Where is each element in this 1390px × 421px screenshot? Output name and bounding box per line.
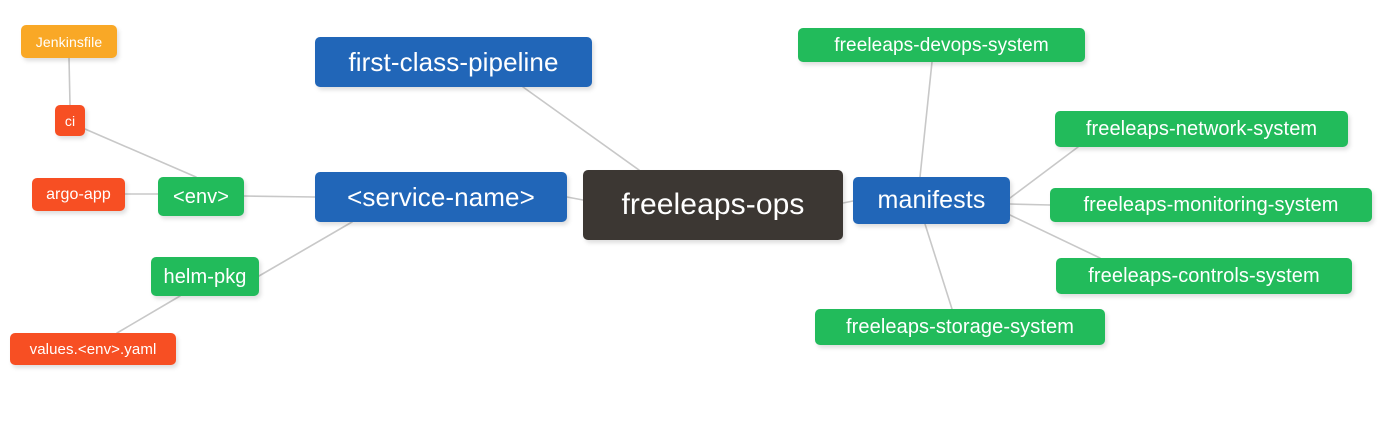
mindmap-node-devops[interactable]: freeleaps-devops-system: [798, 28, 1085, 62]
mindmap-node-values[interactable]: values.<env>.yaml: [10, 333, 176, 365]
mindmap-node-monitoring[interactable]: freeleaps-monitoring-system: [1050, 188, 1372, 222]
mindmap-node-service[interactable]: <service-name>: [315, 172, 567, 222]
mindmap-node-pipeline[interactable]: first-class-pipeline: [315, 37, 592, 87]
edge-helm-to-values: [116, 295, 181, 334]
edge-manifests-to-devops: [919, 61, 933, 178]
edge-root-to-manifests: [842, 200, 854, 204]
mindmap-node-ci[interactable]: ci: [55, 105, 85, 136]
mindmap-node-root[interactable]: freeleaps-ops: [583, 170, 843, 240]
edge-env-to-ci: [84, 128, 197, 178]
edge-service-to-helm: [258, 221, 353, 277]
mindmap-node-helm[interactable]: helm-pkg: [151, 257, 259, 296]
edge-service-to-env: [243, 195, 316, 198]
edge-manifests-to-storage: [924, 223, 953, 310]
edge-manifests-to-monitoring: [1009, 203, 1051, 206]
mindmap-node-env[interactable]: <env>: [158, 177, 244, 216]
edge-root-to-pipeline: [522, 86, 640, 171]
mindmap-node-argo[interactable]: argo-app: [32, 178, 125, 211]
edge-ci-to-jenkins: [68, 57, 71, 106]
edge-root-to-service: [566, 196, 584, 201]
mindmap-node-manifests[interactable]: manifests: [853, 177, 1010, 224]
mindmap-node-storage[interactable]: freeleaps-storage-system: [815, 309, 1105, 345]
mindmap-node-controls[interactable]: freeleaps-controls-system: [1056, 258, 1352, 294]
mindmap-node-jenkins[interactable]: Jenkinsfile: [21, 25, 117, 58]
mindmap-node-network[interactable]: freeleaps-network-system: [1055, 111, 1348, 147]
